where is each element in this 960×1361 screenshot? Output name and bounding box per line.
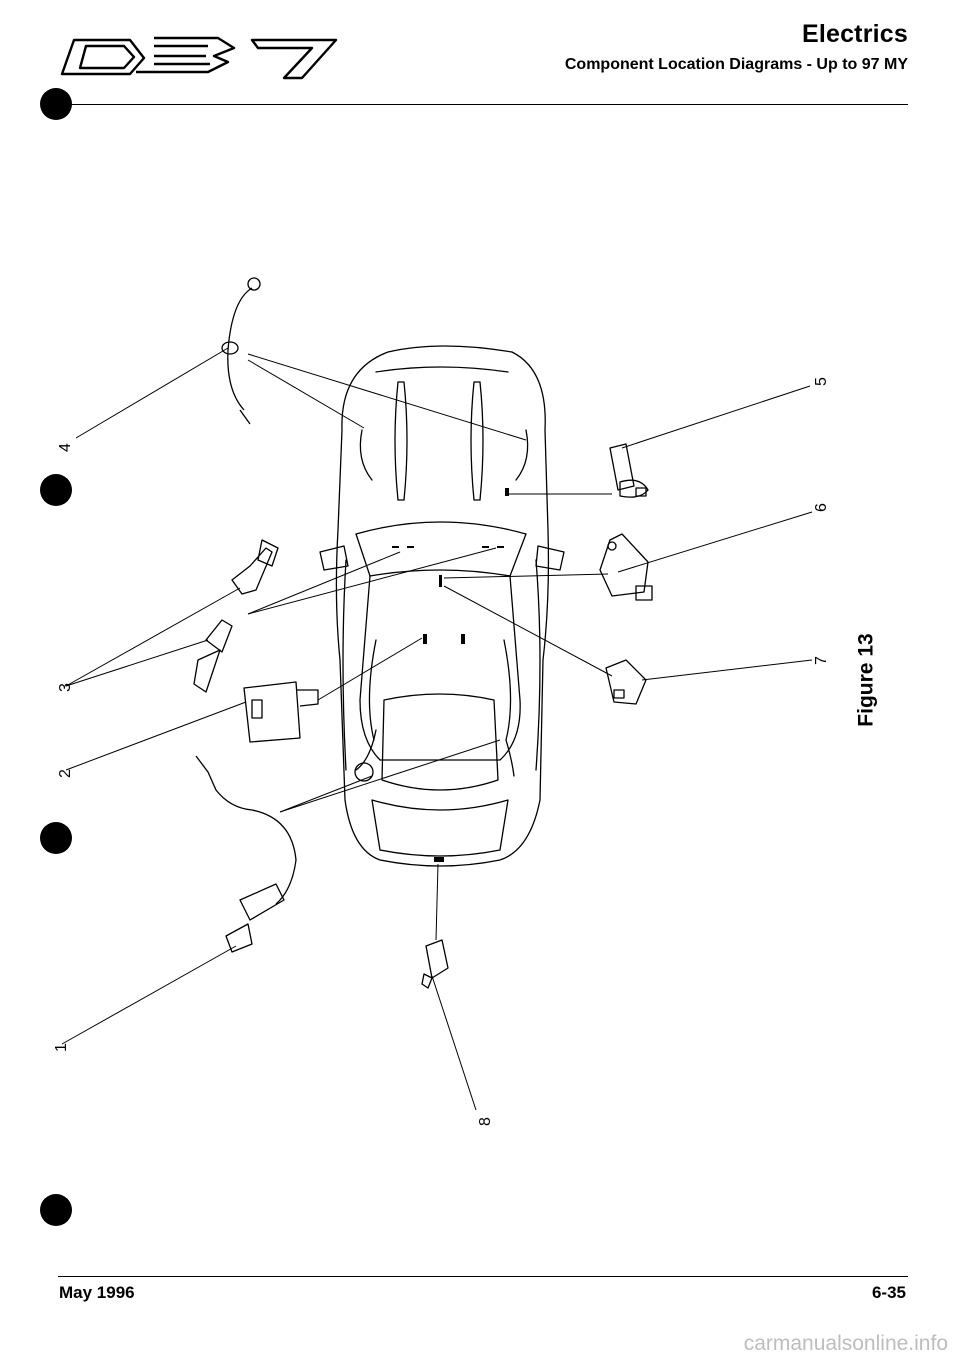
section-subtitle: Component Location Diagrams - Up to 97 M… xyxy=(564,56,908,73)
windscreen xyxy=(355,521,527,577)
boot-lid xyxy=(371,799,509,857)
db7-logo xyxy=(60,36,338,80)
mirror-right xyxy=(535,545,565,571)
callout-4: 4 xyxy=(57,443,74,452)
header-rule xyxy=(58,104,908,105)
callout-6: 6 xyxy=(813,503,830,512)
door-right xyxy=(535,559,541,771)
door-left xyxy=(342,559,347,771)
page-number: 6-35 xyxy=(871,1283,906,1302)
callout-8: 8 xyxy=(477,1117,494,1126)
binder-hole xyxy=(40,822,72,854)
callout-5: 5 xyxy=(813,377,830,386)
callout-1: 1 xyxy=(53,1043,70,1052)
binder-hole xyxy=(40,474,72,506)
component-3-switches xyxy=(193,539,279,693)
callout-7: 7 xyxy=(813,656,830,665)
component-1-sensor xyxy=(195,755,297,953)
figure-label: Figure 13 xyxy=(854,633,878,727)
mirror-left xyxy=(319,545,349,571)
footer-date: May 1996 xyxy=(59,1283,135,1302)
bonnet-vent-left xyxy=(394,381,408,501)
car-body-outline xyxy=(335,345,550,867)
binder-hole xyxy=(40,88,72,120)
bonnet-vent-right xyxy=(470,381,484,501)
callout-3: 3 xyxy=(57,683,74,692)
bonnet-line xyxy=(375,366,509,373)
section-title: Electrics xyxy=(801,20,908,48)
callout-2: 2 xyxy=(57,769,74,778)
binder-hole xyxy=(40,1194,72,1226)
footer-rule xyxy=(58,1276,908,1277)
component-7-relay xyxy=(605,659,647,705)
component-8-sensor xyxy=(421,939,449,989)
component-4-bulb-lead xyxy=(221,277,261,425)
component-6-sensor xyxy=(599,533,653,601)
component-2-module xyxy=(243,681,319,743)
component-5-switch xyxy=(609,443,649,498)
rear-window xyxy=(381,693,499,791)
watermark: carmanualsonline.info xyxy=(743,1332,948,1355)
